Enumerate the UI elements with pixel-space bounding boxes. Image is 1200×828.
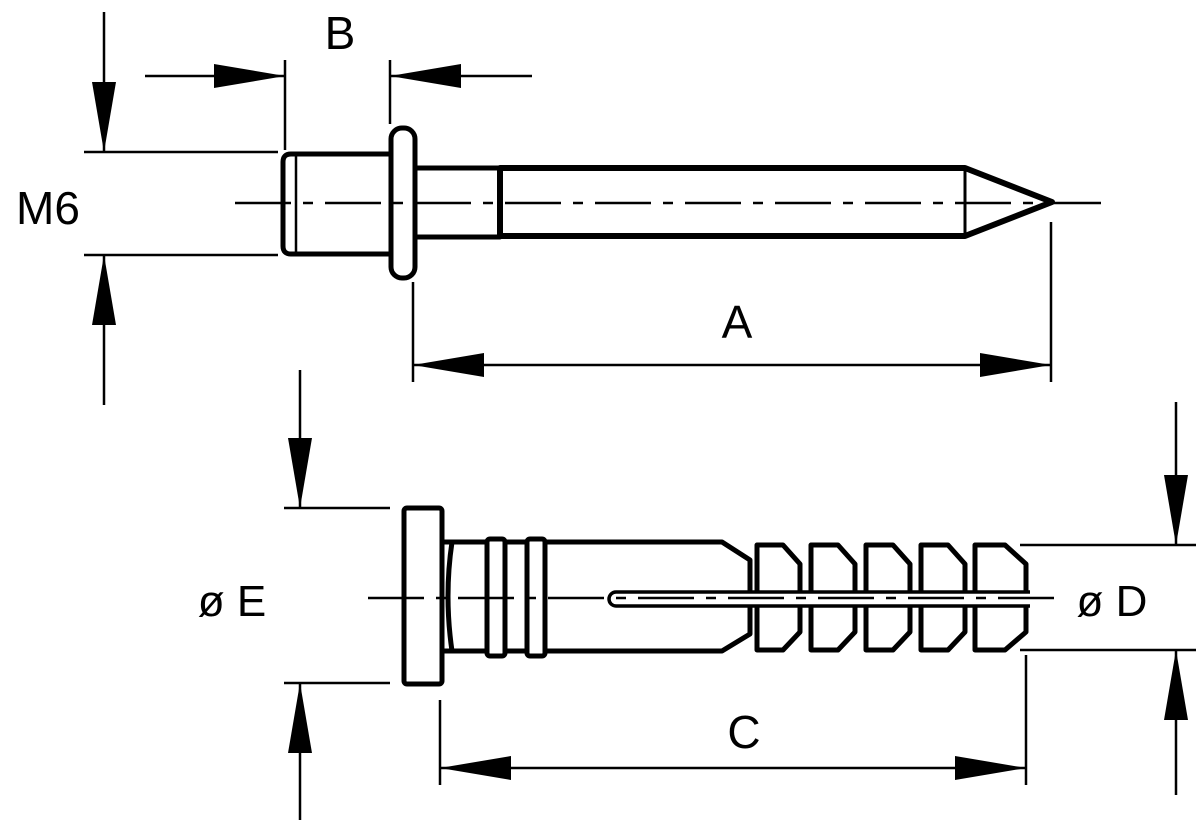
dimension-b — [145, 60, 532, 150]
label-m6: M6 — [16, 182, 80, 234]
dimension-d — [1020, 402, 1196, 795]
label-c: C — [727, 706, 760, 758]
label-a: A — [722, 296, 753, 348]
dimension-m6 — [84, 12, 278, 405]
dimension-c — [438, 655, 1028, 785]
plug-head-flange — [401, 505, 445, 687]
plug-neck-body — [445, 539, 753, 654]
dimension-a — [411, 222, 1053, 382]
dimension-e — [284, 370, 390, 820]
anchor-plug — [401, 505, 1030, 687]
label-b: B — [325, 7, 356, 59]
label-d: ø D — [1077, 577, 1148, 626]
label-e: ø E — [198, 577, 266, 626]
